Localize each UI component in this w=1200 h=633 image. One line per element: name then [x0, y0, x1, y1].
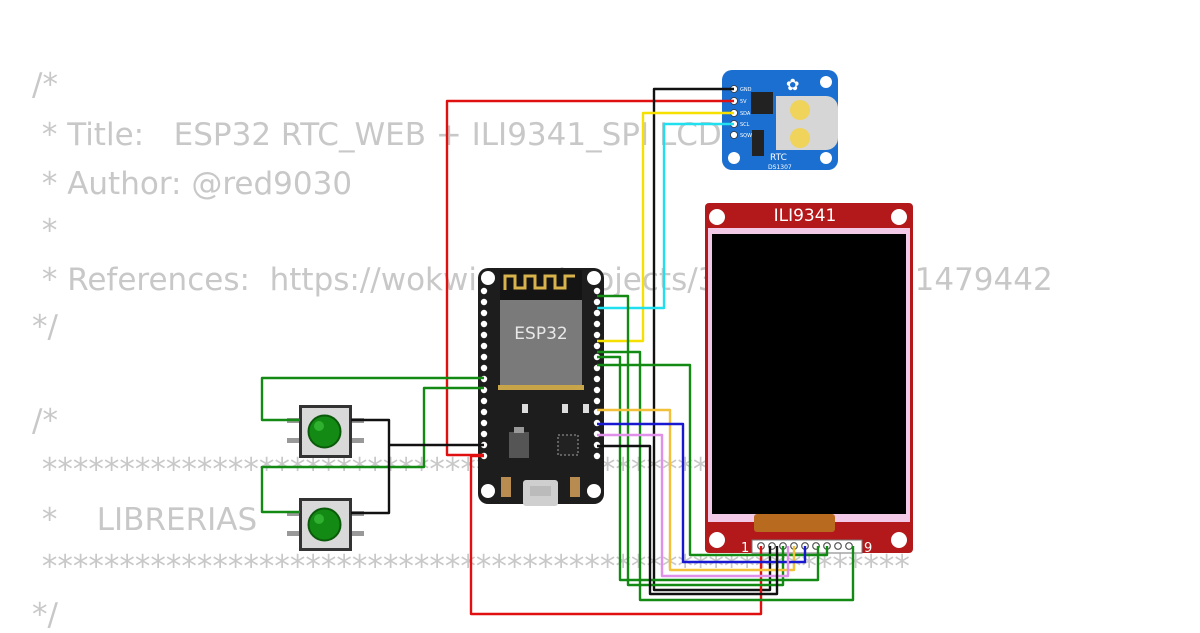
display-pin-last-label: 9 [864, 541, 872, 556]
wire-red-display-vcc [469, 454, 763, 616]
push-button-2[interactable] [287, 498, 364, 551]
rtc-pin-sda: SDA [740, 111, 751, 117]
wires [260, 87, 855, 616]
code-line: */ [32, 597, 58, 633]
rtc-logo-icon: ✿ [786, 75, 799, 94]
wire-black-button-gnd [351, 418, 391, 515]
rtc-pin-sqw: SQW [740, 133, 752, 139]
wire-green-display-4 [597, 355, 820, 582]
rtc-pin-scl: SCL [740, 122, 750, 128]
wire-black-display-gnd [597, 444, 779, 596]
code-line-references: * References: https://wokwi.com/projects… [41, 262, 1053, 298]
wire-red-rtc-vcc [445, 99, 734, 457]
esp32-board[interactable]: ESP32 [478, 268, 604, 506]
rtc-chip-label: DS1307 [768, 164, 792, 171]
display-label: ILI9341 [774, 206, 837, 226]
wire-green-button-2 [260, 386, 484, 514]
push-button-1[interactable] [287, 405, 364, 458]
code-line: * [32, 213, 58, 249]
code-line: /* [32, 67, 58, 103]
code-line-author: * Author: @red9030 [32, 166, 353, 202]
esp32-label: ESP32 [514, 324, 567, 344]
wire-green-display-2 [597, 350, 855, 602]
wire-yellow-rtc-sda [597, 111, 734, 343]
code-line: /* [32, 403, 58, 439]
display-screen [712, 234, 906, 514]
code-line-title: * Title: ESP32 RTC_WEB + ILI9341_SPI LCD [32, 117, 722, 153]
rtc-module[interactable]: ✿ RTC DS1307 GND 5V SDA SCL SQW [722, 70, 838, 171]
wire-green-button-1 [260, 376, 484, 422]
display-pin-first-label: 1 [741, 541, 749, 556]
rtc-pin-gnd: GND [740, 87, 752, 93]
rtc-pin-5v: 5V [740, 99, 747, 105]
wire-blue-display [597, 422, 807, 564]
wire-cyan-rtc-scl [597, 122, 734, 310]
wire-violet-display [597, 433, 790, 578]
wire-green-display-1 [597, 294, 785, 587]
code-line-section: * LIBRERIAS [32, 502, 258, 538]
ili9341-display[interactable]: ILI9341 1 9 [705, 203, 913, 556]
rtc-label: RTC [770, 153, 787, 163]
wire-green-display-3 [597, 363, 829, 557]
code-line: */ [32, 309, 58, 345]
